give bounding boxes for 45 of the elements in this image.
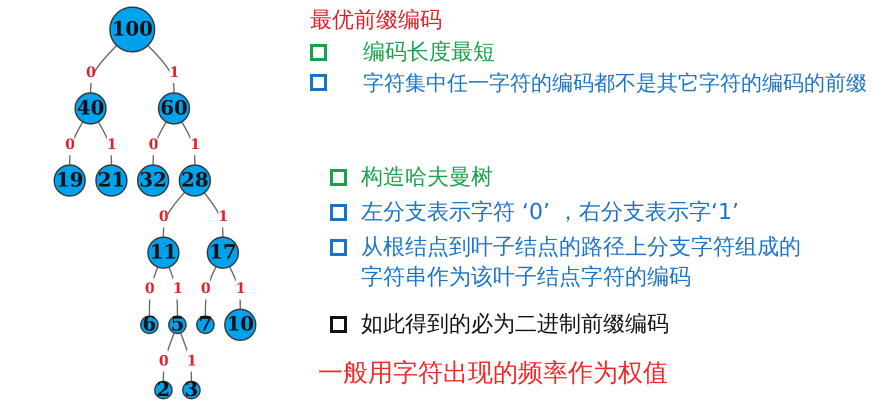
connector [168,266,178,316]
node-circle: 40 [74,92,107,125]
text-line: 左分支表示字符 ‘0’ ，右分支表示字‘1’ [361,199,739,227]
text-line: 一般用字符出现的频率作为权值 [318,358,668,388]
text-line: 如此得到的必为二进制前缀编码 [361,311,669,339]
connector [180,332,192,382]
heading: 最优前缀编码 [310,7,442,35]
text-line: 从根结点到叶子结点的路径上分支字符组成的字符串作为该叶子结点字符的编码 [361,234,802,292]
node-circle: 100 [109,6,156,52]
connector [98,122,112,166]
node-circle: 17 [206,236,239,269]
edge-label: 1 [236,280,246,297]
edge-label: 1 [169,63,180,80]
node-circle: 5 [168,316,187,334]
connector [228,266,241,310]
edge-label: 1 [186,352,197,369]
edge-label: 1 [218,208,228,225]
text-line: 编码长度最短 [363,39,495,67]
node-circle: 21 [95,164,128,197]
node-circle: 28 [178,164,211,197]
node-circle: 7 [196,316,215,334]
edge-label: 1 [172,280,183,297]
edge-label: 0 [86,63,96,80]
edge-label: 0 [65,136,76,153]
edge-label: 0 [200,280,211,297]
text-line: 字符集中任一字符的编码都不是其它字符的编码的前缀 [363,70,867,97]
edge-label: 1 [190,136,200,153]
node-circle: 3 [182,380,201,400]
node-circle: 32 [136,164,170,197]
edge-label: 0 [158,208,169,225]
edge-label: 0 [148,136,159,153]
connector [204,192,224,238]
connector [90,45,118,93]
connector [147,45,175,93]
node-circle: 19 [54,164,86,197]
node-circle: 60 [158,92,190,125]
text-line: 构造哈夫曼树 [361,164,493,192]
edge-label: 1 [106,136,117,153]
connector [181,122,196,166]
node-circle: 2 [154,380,173,400]
node-circle: 6 [140,316,159,334]
node-circle: 10 [224,308,256,341]
node-circle: 11 [147,236,180,269]
edge-label: 0 [158,352,169,369]
edge-label: 0 [144,280,155,297]
